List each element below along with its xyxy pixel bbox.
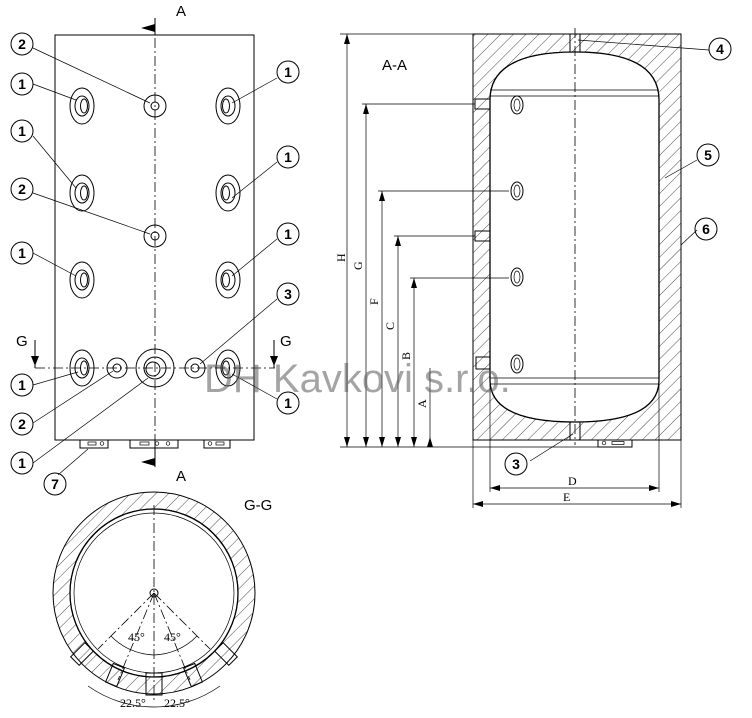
gg-angle-lines	[87, 592, 221, 708]
flange-right-2	[215, 174, 241, 212]
svg-text:1: 1	[18, 455, 26, 471]
callout-1-right-1: 1	[276, 60, 300, 84]
callout-3-front: 3	[276, 282, 300, 306]
section-gg-view: G-G 45° 45° 22.5° 22.5°	[52, 491, 272, 710]
section-a-arrow-top	[141, 24, 155, 32]
vertical-dimensions	[344, 34, 433, 447]
angle-right-22: 22.5°	[164, 696, 190, 710]
angle-left-22: 22.5°	[120, 696, 146, 710]
section-aa-view: A-A	[334, 28, 710, 508]
section-g-label-left: G	[16, 333, 28, 350]
angle-left-45: 45°	[128, 630, 145, 644]
svg-text:2: 2	[18, 181, 26, 197]
view-label-aa: A-A	[382, 57, 407, 74]
gg-center-point	[149, 588, 159, 598]
callout-2-low: 2	[10, 412, 34, 436]
tank-base	[597, 440, 633, 448]
svg-text:1: 1	[284, 149, 292, 165]
callout-1-g-right: 1	[276, 391, 300, 415]
front-feet	[79, 440, 231, 449]
flange-left-1	[69, 87, 95, 125]
watermark-text: DH Kavkovi s.r.o.	[204, 357, 511, 401]
callout-2-mid: 2	[10, 177, 34, 201]
svg-text:1: 1	[284, 226, 292, 242]
flange-bottom-left	[69, 349, 95, 387]
svg-text:3: 3	[284, 286, 292, 302]
dim-h: H	[334, 253, 348, 262]
callout-1-left-2: 1	[10, 119, 34, 143]
dim-a: A	[415, 399, 429, 408]
section-a-label-bottom: A	[176, 468, 186, 485]
angle-right-45: 45°	[164, 630, 181, 644]
socket-bottom-left	[106, 357, 128, 379]
dim-e: E	[563, 490, 570, 504]
svg-text:4: 4	[716, 41, 724, 57]
callout-5: 5	[696, 143, 720, 167]
svg-text:1: 1	[18, 123, 26, 139]
svg-text:1: 1	[18, 76, 26, 92]
svg-text:1: 1	[18, 245, 26, 261]
view-label-gg: G-G	[244, 497, 272, 514]
callout-4: 4	[708, 37, 732, 61]
section-leaders	[529, 39, 710, 462]
flange-bottom-center	[135, 348, 175, 388]
gg-ports	[69, 641, 239, 696]
dimension-extensions	[340, 33, 682, 508]
svg-text:1: 1	[18, 377, 26, 393]
callout-bubbles: 2 1 1 1 1 2 1 1 3 1 1 2 1 7 4 5 6 3	[10, 32, 732, 496]
callout-6: 6	[694, 217, 718, 241]
section-g-arrow-right	[270, 356, 278, 366]
section-g-arrow-left	[31, 356, 39, 366]
horizontal-dimensions	[473, 485, 681, 507]
top-sleeve	[569, 33, 581, 53]
section-g-label-right: G	[280, 333, 292, 350]
callout-1-center: 1	[10, 451, 34, 475]
dim-f: F	[367, 298, 381, 305]
svg-text:5: 5	[704, 147, 712, 163]
tank-body	[489, 51, 660, 423]
callout-1-left-3: 1	[10, 241, 34, 265]
front-view: A A G G	[16, 3, 292, 485]
svg-text:1: 1	[284, 64, 292, 80]
flange-right-3	[215, 261, 241, 299]
callout-1-right-3: 1	[276, 222, 300, 246]
callout-1-g-left: 1	[10, 373, 34, 397]
dim-b: B	[399, 352, 413, 360]
svg-text:2: 2	[18, 416, 26, 432]
socket-top	[143, 94, 167, 118]
dim-d: D	[568, 474, 577, 488]
callout-2-top: 2	[10, 32, 34, 56]
callout-1-left-1: 1	[10, 72, 34, 96]
side-ports	[474, 95, 524, 374]
svg-text:6: 6	[702, 221, 710, 237]
flange-left-3	[69, 261, 95, 299]
callout-1-right-2: 1	[276, 145, 300, 169]
svg-text:7: 7	[51, 476, 59, 492]
socket-bottom-right	[184, 357, 206, 379]
callout-7: 7	[43, 472, 67, 496]
section-a-label-top: A	[176, 3, 186, 20]
svg-text:2: 2	[18, 36, 26, 52]
bottom-sleeve	[569, 421, 581, 441]
flange-bottom-right	[215, 349, 241, 387]
dim-g: G	[351, 261, 365, 270]
svg-text:3: 3	[512, 456, 520, 472]
section-a-arrow-bottom	[141, 458, 155, 466]
flange-right-1	[215, 87, 241, 125]
callout-3-section: 3	[504, 452, 528, 476]
flange-left-2	[69, 174, 95, 212]
svg-text:1: 1	[284, 395, 292, 411]
front-leaders	[32, 47, 278, 476]
dim-c: C	[383, 322, 397, 330]
socket-mid	[143, 224, 167, 248]
